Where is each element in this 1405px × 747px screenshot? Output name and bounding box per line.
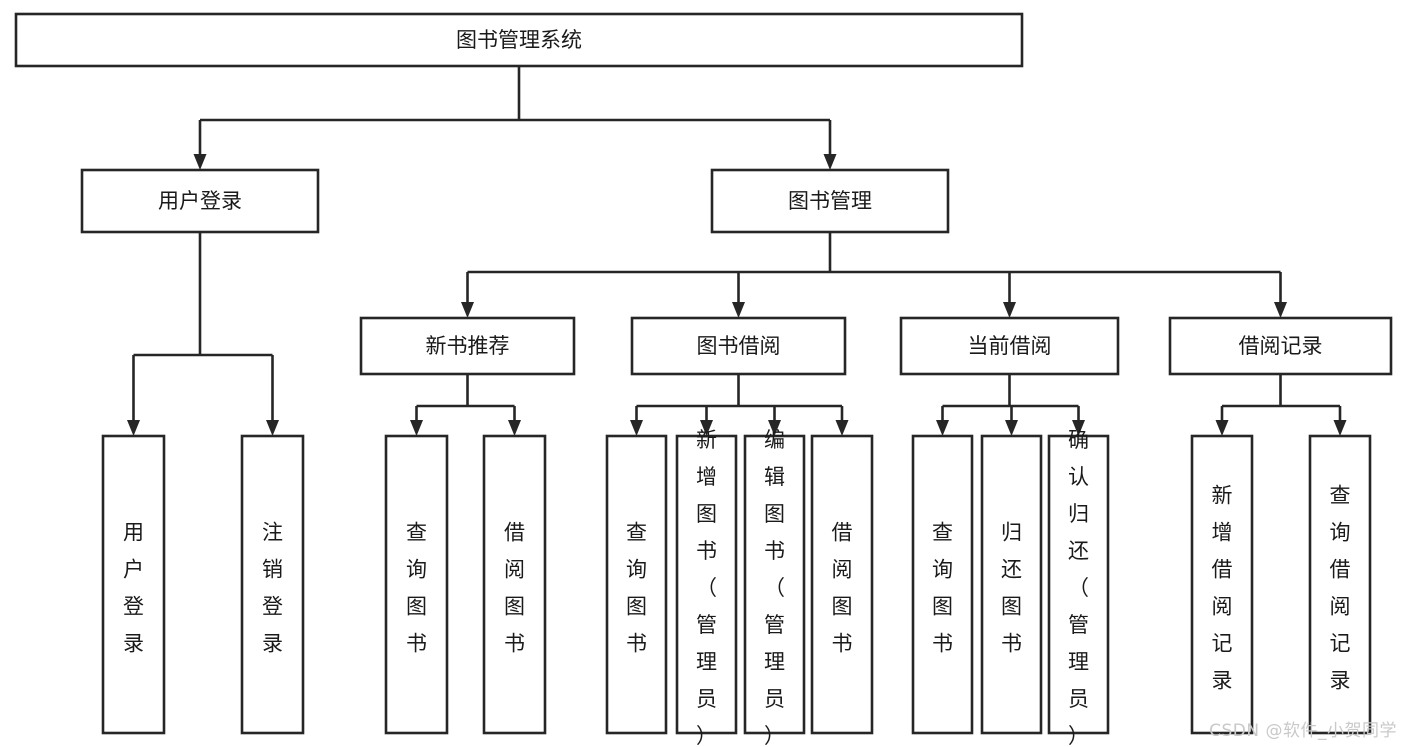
node-leaf-user-login[interactable]: 用户登录 <box>101 434 166 735</box>
node-leaf-add-book-box[interactable] <box>675 434 738 735</box>
node-leaf-query-book-2-box[interactable] <box>605 434 668 735</box>
csdn-watermark: CSDN @软件_小贺同学 <box>1209 721 1397 741</box>
node-leaf-query-book-1-box[interactable] <box>384 434 449 735</box>
node-leaf-add-record-label: 新增借阅记录 <box>1212 483 1233 692</box>
node-leaf-query-book-2[interactable]: 查询图书 <box>605 434 668 735</box>
node-leaf-return-book-box[interactable] <box>980 434 1043 735</box>
arrowhead-icon <box>266 420 279 436</box>
node-leaf-add-book-label: 新增图书（管理员） <box>696 428 717 747</box>
arrowhead-icon <box>1215 420 1229 436</box>
node-current-borrow-box[interactable] <box>899 316 1120 376</box>
node-borrow-record-label: 借阅记录 <box>1239 334 1323 358</box>
arrowhead-icon <box>732 302 745 318</box>
node-user-login-label: 用户登录 <box>158 189 242 213</box>
node-leaf-query-book-1-label: 查询图书 <box>406 520 427 655</box>
arrowhead-icon <box>768 420 781 436</box>
node-leaf-user-logout[interactable]: 注销登录 <box>240 434 305 735</box>
arrowhead-icon <box>835 420 849 436</box>
arrowhead-icon <box>1005 420 1018 436</box>
arrowhead-icon <box>1333 420 1347 436</box>
node-book-manage-box[interactable] <box>710 168 950 234</box>
node-new-book-recommend-label: 新书推荐 <box>426 334 510 358</box>
node-leaf-borrow-book-2-label: 借阅图书 <box>832 520 853 655</box>
node-leaf-edit-book-box[interactable] <box>743 434 806 735</box>
node-leaf-return-book[interactable]: 归还图书 <box>980 434 1043 735</box>
node-leaf-user-logout-label: 注销登录 <box>262 520 283 655</box>
node-leaf-add-book[interactable]: 新增图书（管理员） <box>675 428 738 747</box>
node-leaf-borrow-book-1-label: 借阅图书 <box>504 520 525 655</box>
arrowhead-icon <box>508 420 521 436</box>
arrowhead-icon <box>630 420 643 436</box>
node-root-label: 图书管理系统 <box>456 28 582 52</box>
node-leaf-add-record[interactable]: 新增借阅记录 <box>1190 434 1254 735</box>
node-leaf-borrow-book-2-box[interactable] <box>810 434 874 735</box>
node-borrow-record-box[interactable] <box>1168 316 1393 376</box>
arrowhead-icon <box>193 154 207 170</box>
node-book-manage[interactable]: 图书管理 <box>710 168 950 234</box>
node-book-borrow-box[interactable] <box>630 316 847 376</box>
node-leaf-query-book-3-box[interactable] <box>911 434 974 735</box>
arrowhead-icon <box>1274 302 1287 318</box>
node-leaf-confirm-return-box[interactable] <box>1047 434 1110 735</box>
node-leaf-confirm-return[interactable]: 确认归还（管理员） <box>1047 428 1110 747</box>
arrowhead-icon <box>823 154 837 170</box>
node-leaf-query-record-label: 查询借阅记录 <box>1330 483 1351 692</box>
node-leaf-user-logout-box[interactable] <box>240 434 305 735</box>
node-new-book-recommend[interactable]: 新书推荐 <box>359 316 576 376</box>
node-leaf-query-book-3[interactable]: 查询图书 <box>911 434 974 735</box>
node-book-borrow[interactable]: 图书借阅 <box>630 316 847 376</box>
node-leaf-user-login-label: 用户登录 <box>123 520 144 655</box>
node-leaf-borrow-book-2[interactable]: 借阅图书 <box>810 434 874 735</box>
node-leaf-borrow-book-1[interactable]: 借阅图书 <box>482 434 547 735</box>
connectors-layer <box>127 66 1347 436</box>
node-leaf-query-book-1[interactable]: 查询图书 <box>384 434 449 735</box>
node-current-borrow[interactable]: 当前借阅 <box>899 316 1120 376</box>
node-leaf-edit-book-label: 编辑图书（管理员） <box>764 428 785 747</box>
arrowhead-icon <box>936 420 949 436</box>
arrowhead-icon <box>700 420 713 436</box>
arrowhead-icon <box>410 420 423 436</box>
arrowhead-icon <box>1072 420 1085 436</box>
arrowhead-icon <box>461 302 474 318</box>
node-borrow-record[interactable]: 借阅记录 <box>1168 316 1393 376</box>
nodes-layer: 图书管理系统用户登录图书管理新书推荐图书借阅当前借阅借阅记录用户登录注销登录查询… <box>14 12 1393 747</box>
node-new-book-recommend-box[interactable] <box>359 316 576 376</box>
node-book-borrow-label: 图书借阅 <box>697 334 781 358</box>
node-leaf-return-book-label: 归还图书 <box>1001 520 1022 655</box>
node-current-borrow-label: 当前借阅 <box>968 334 1052 358</box>
node-root[interactable]: 图书管理系统 <box>14 12 1024 68</box>
node-leaf-query-book-2-label: 查询图书 <box>626 520 647 655</box>
node-leaf-query-record-box[interactable] <box>1308 434 1372 735</box>
arrowhead-icon <box>127 420 140 436</box>
node-leaf-user-login-box[interactable] <box>101 434 166 735</box>
node-root-box[interactable] <box>14 12 1024 68</box>
arrowhead-icon <box>1003 302 1016 318</box>
node-user-login[interactable]: 用户登录 <box>80 168 320 234</box>
node-book-manage-label: 图书管理 <box>788 189 872 213</box>
node-user-login-box[interactable] <box>80 168 320 234</box>
node-leaf-borrow-book-1-box[interactable] <box>482 434 547 735</box>
node-leaf-add-record-box[interactable] <box>1190 434 1254 735</box>
node-leaf-edit-book[interactable]: 编辑图书（管理员） <box>743 428 806 747</box>
node-leaf-query-record[interactable]: 查询借阅记录 <box>1308 434 1372 735</box>
node-leaf-query-book-3-label: 查询图书 <box>932 520 953 655</box>
node-leaf-confirm-return-label: 确认归还（管理员） <box>1068 428 1089 747</box>
